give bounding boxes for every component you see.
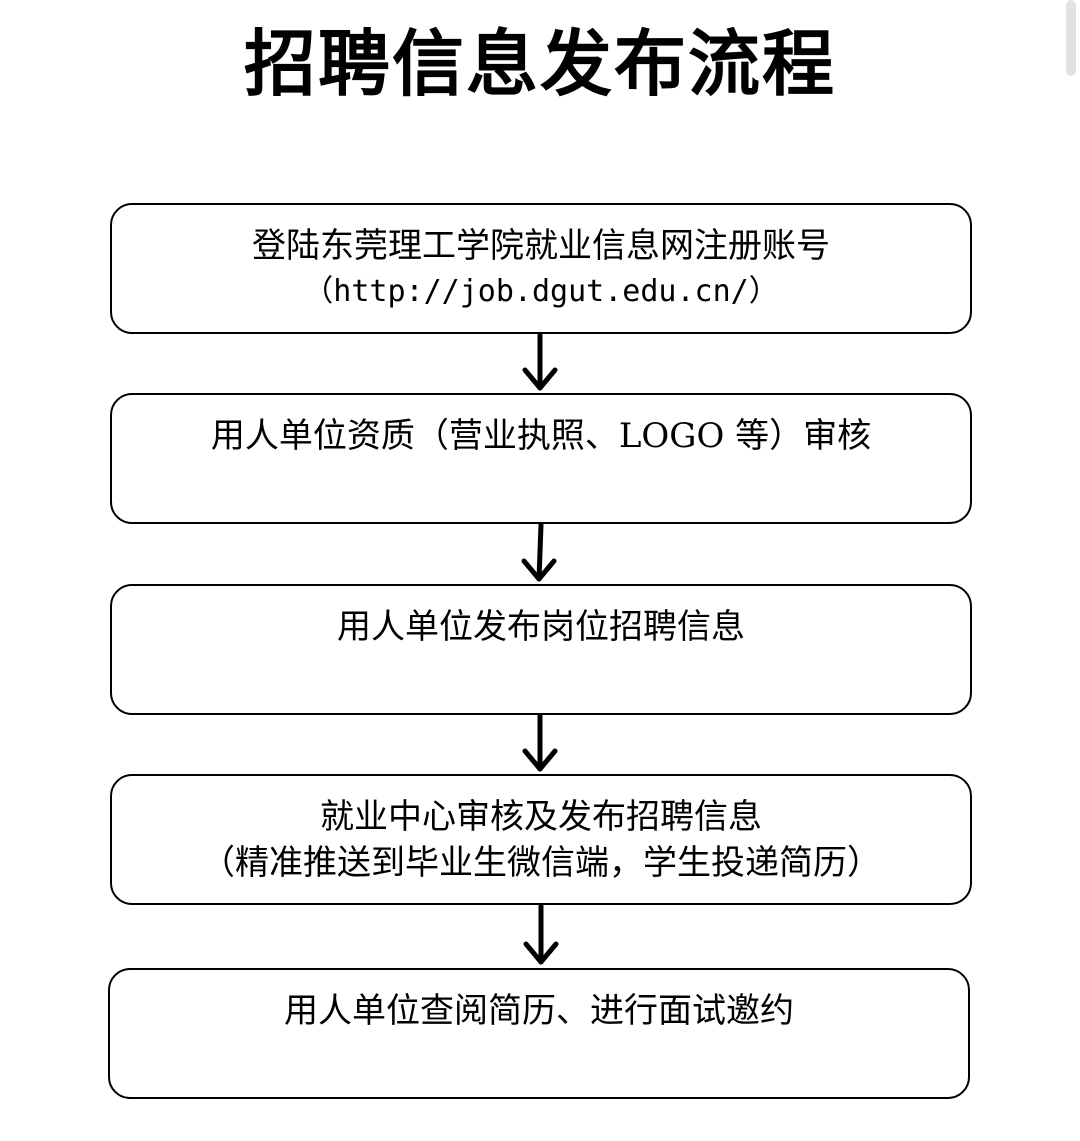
step-subtext: （精准推送到毕业生微信端，学生投递简历） [201,843,881,883]
scrollbar[interactable] [1066,0,1076,76]
step-subtext-url: （http://job.dgut.edu.cn/） [303,274,779,309]
flow-step-register: 登陆东莞理工学院就业信息网注册账号 （http://job.dgut.edu.c… [110,203,972,334]
arrow-down-icon [522,332,558,391]
step-text: 就业中心审核及发布招聘信息 [320,797,762,837]
page-title: 招聘信息发布流程 [243,22,836,106]
step-text: 用人单位资质（营业执照、LOGO 等）审核 [210,416,872,456]
arrow-down-icon [523,903,559,965]
step-text: 登陆东莞理工学院就业信息网注册账号 [252,226,830,266]
flow-step-post-jobs: 用人单位发布岗位招聘信息 [110,584,972,715]
flow-step-qualification-review: 用人单位资质（营业执照、LOGO 等）审核 [110,393,972,524]
arrow-down-icon [522,713,558,772]
flow-step-review-resumes-interview: 用人单位查阅简历、进行面试邀约 [108,968,970,1099]
step-text: 用人单位查阅简历、进行面试邀约 [284,991,794,1031]
flow-step-center-review-publish: 就业中心审核及发布招聘信息 （精准推送到毕业生微信端，学生投递简历） [110,774,972,905]
step-text: 用人单位发布岗位招聘信息 [337,607,745,647]
arrow-down-icon [521,522,557,582]
